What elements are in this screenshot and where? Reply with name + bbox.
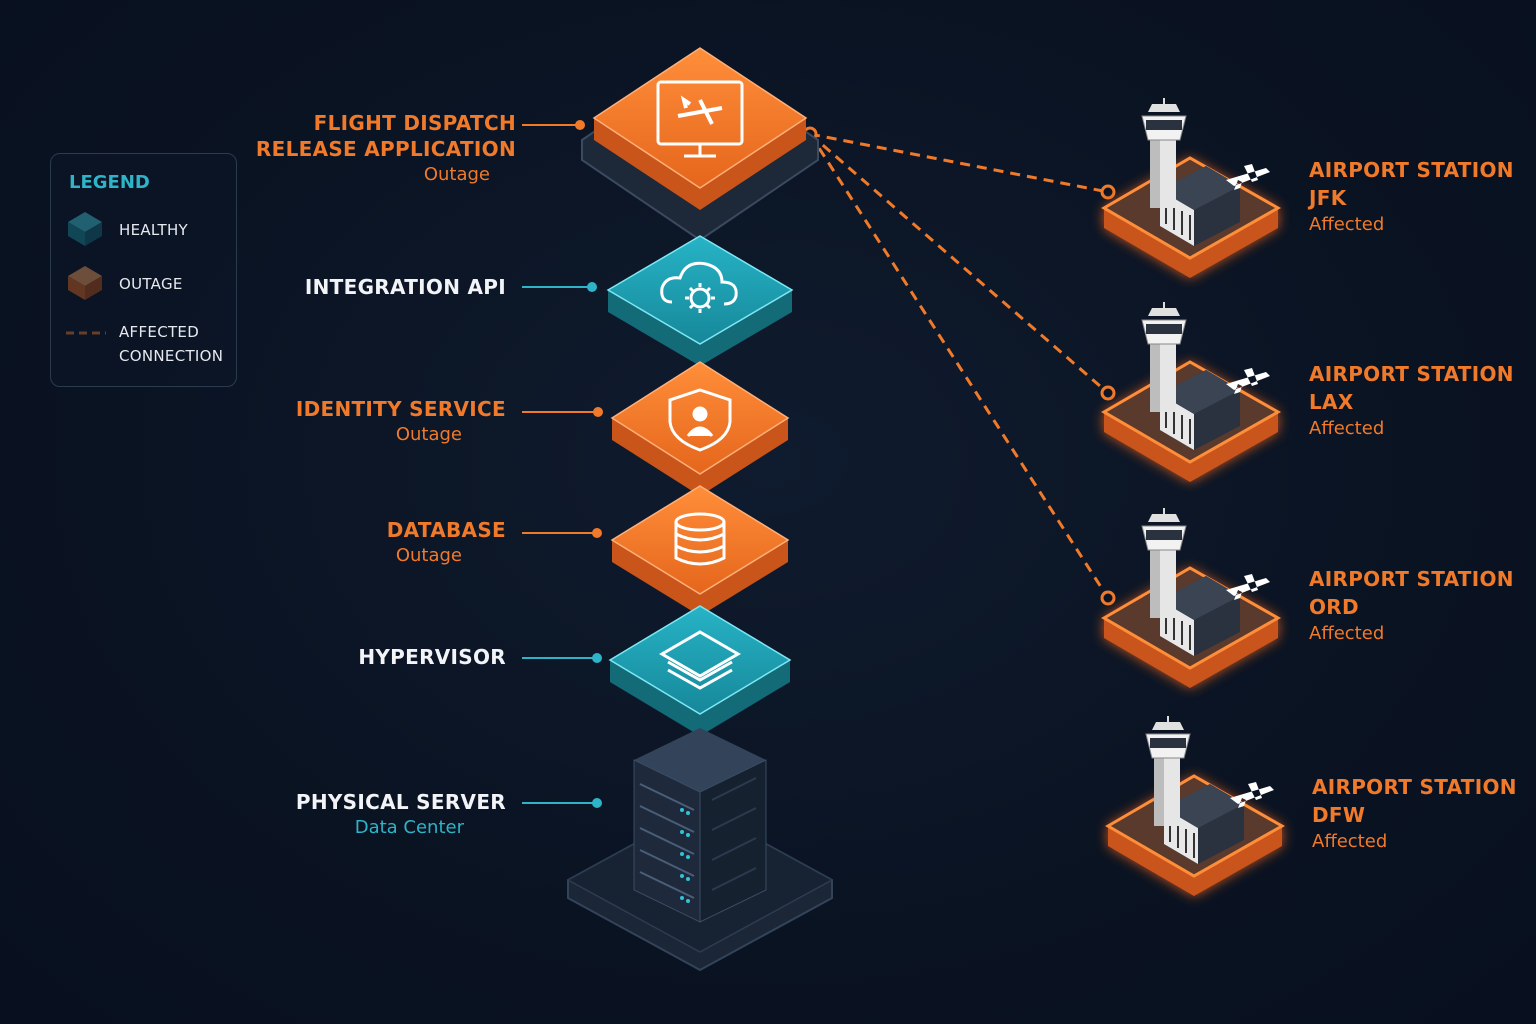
affected-connections	[808, 132, 1110, 599]
database-icon	[674, 512, 726, 566]
cloud-gear-icon	[660, 261, 738, 313]
database-label: DATABASE Outage	[387, 517, 506, 569]
physical-server-label: PHYSICAL SERVER Data Center	[296, 789, 506, 841]
airport-ord-label: AIRPORT STATION ORD Affected	[1309, 565, 1514, 647]
identity-service-tile[interactable]	[610, 361, 790, 496]
airport-jfk-title: AIRPORT STATION	[1309, 158, 1514, 182]
airport-dfw-label: AIRPORT STATION DFW Affected	[1312, 773, 1517, 855]
layers-icon	[659, 630, 741, 690]
identity-service-name: IDENTITY SERVICE	[295, 397, 506, 421]
physical-server-status: Data Center	[354, 817, 464, 838]
legend-affected-line1: AFFECTED	[119, 323, 200, 341]
database-tile[interactable]	[610, 485, 790, 616]
airport-station-jfk[interactable]	[1101, 98, 1282, 278]
physical-server-name: PHYSICAL SERVER	[295, 790, 506, 814]
integration-api-tile[interactable]	[606, 235, 794, 366]
airport-ord-code: ORD	[1309, 595, 1359, 619]
airplane-icon	[1226, 164, 1270, 190]
airport-dfw-status: Affected	[1312, 831, 1388, 852]
database-name: DATABASE	[386, 518, 506, 542]
flight-dispatch-status: Outage	[423, 164, 490, 185]
identity-service-status: Outage	[395, 424, 462, 445]
airport-ord-status: Affected	[1309, 623, 1385, 644]
leader-lines	[522, 120, 603, 808]
legend-outage-label: OUTAGE	[119, 275, 183, 293]
identity-service-label: IDENTITY SERVICE Outage	[296, 396, 506, 448]
airport-lax-label: AIRPORT STATION LAX Affected	[1309, 360, 1514, 442]
integration-api-label: INTEGRATION API	[305, 274, 506, 300]
legend-title: LEGEND	[69, 172, 150, 193]
legend-affected-label: AFFECTED CONNECTION	[119, 320, 223, 368]
legend-affected-line2: CONNECTION	[119, 347, 224, 365]
airport-jfk-label: AIRPORT STATION JFK Affected	[1309, 156, 1514, 238]
airport-lax-title: AIRPORT STATION	[1309, 362, 1514, 386]
shield-user-icon	[668, 388, 732, 452]
airport-lax-status: Affected	[1309, 418, 1385, 439]
airport-dfw-title: AIRPORT STATION	[1312, 775, 1517, 799]
server-rack-icon	[633, 728, 767, 923]
database-status: Outage	[395, 545, 462, 566]
legend-panel: LEGEND HEALTHY OUTAGE AFFECTED CONNECTIO…	[50, 153, 237, 387]
airport-lax-code: LAX	[1309, 390, 1354, 414]
legend-healthy-label: HEALTHY	[119, 221, 189, 239]
monitor-airplane-icon	[656, 80, 744, 158]
flight-dispatch-label: FLIGHT DISPATCH RELEASE APPLICATION Outa…	[256, 110, 516, 188]
physical-server[interactable]	[566, 728, 834, 972]
airport-ord-title: AIRPORT STATION	[1309, 567, 1514, 591]
hypervisor-tile[interactable]	[608, 605, 792, 736]
airport-dfw-code: DFW	[1312, 803, 1366, 827]
flight-dispatch-name-line2: RELEASE APPLICATION	[255, 137, 516, 161]
flight-dispatch-tile[interactable]	[581, 47, 819, 242]
airport-jfk-status: Affected	[1309, 214, 1385, 235]
hypervisor-name: HYPERVISOR	[358, 645, 506, 669]
integration-api-name: INTEGRATION API	[304, 275, 506, 299]
flight-dispatch-name-line1: FLIGHT DISPATCH	[313, 111, 516, 135]
airport-jfk-code: JFK	[1309, 186, 1347, 210]
hypervisor-label: HYPERVISOR	[358, 644, 506, 670]
